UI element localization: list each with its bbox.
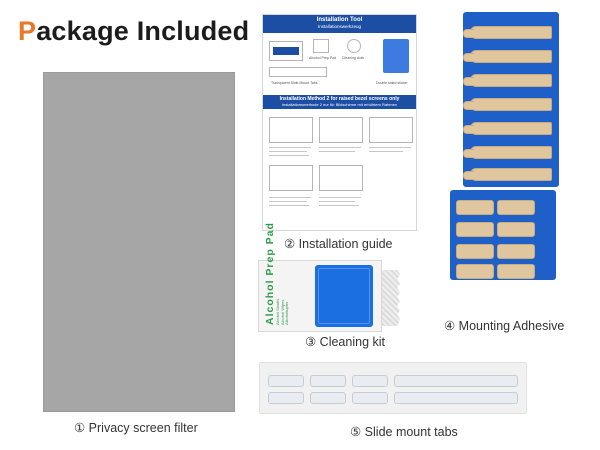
guide-step-4-picture bbox=[269, 165, 313, 191]
guide-step-1-picture bbox=[269, 117, 313, 143]
adhesive-tab bbox=[463, 74, 552, 87]
guide-tool-slide-tabs-label: Transparent Slide Mount Tabs bbox=[271, 81, 318, 85]
blue-pad-picture bbox=[315, 265, 373, 327]
guide-tool-adhesive-picture bbox=[383, 39, 409, 73]
guide-tool-cloth-picture bbox=[347, 39, 361, 53]
guide-steps-section bbox=[263, 109, 416, 230]
guide-step-5-picture bbox=[319, 165, 363, 191]
guide-tool-prep-pad-label: Alcohol Prep Pad bbox=[309, 56, 337, 60]
adhesive-tab bbox=[463, 98, 552, 111]
title-first-letter: P bbox=[18, 16, 37, 46]
guide-tools-section: Alcohol Prep Pad Cleaning cloth Transpar… bbox=[263, 33, 416, 95]
adhesive-square-tab bbox=[497, 244, 535, 259]
mounting-adhesive-caption: ④ Mounting Adhesive bbox=[444, 319, 565, 333]
adhesive-square-tab bbox=[497, 200, 535, 215]
slide-tab bbox=[352, 392, 388, 404]
installation-guide-image: Installation Tool Installationswerkzeug … bbox=[262, 14, 417, 231]
adhesive-square-tab bbox=[497, 264, 535, 279]
title-rest: ackage Included bbox=[36, 16, 250, 46]
slide-tab bbox=[310, 392, 346, 404]
cleaning-kit-image: Alcohol Prep Pad Alcohol Swabs Alcohol W… bbox=[258, 222, 408, 332]
installation-guide-caption: ② Installation guide bbox=[284, 237, 393, 251]
guide-tool-prep-pad-picture bbox=[313, 39, 329, 53]
slide-tab bbox=[352, 375, 388, 387]
slide-tab-long bbox=[394, 375, 518, 387]
guide-step-3-picture bbox=[369, 117, 413, 143]
adhesive-square-tab bbox=[497, 222, 535, 237]
slide-tab bbox=[310, 375, 346, 387]
guide-header: Installation Tool Installationswerkzeug bbox=[263, 15, 416, 33]
guide-method-subtitle: Installationsmethode 2 nur für Bildschir… bbox=[281, 102, 398, 107]
adhesive-tab bbox=[463, 168, 552, 181]
adhesive-tab bbox=[463, 146, 552, 159]
adhesive-square-tab bbox=[456, 222, 494, 237]
guide-method-title: Installation Method 2 for raised bezel s… bbox=[279, 96, 400, 102]
prep-pad-text: Alcohol Prep Pad Alcohol Swabs Alcohol W… bbox=[264, 222, 290, 325]
guide-step-2-picture bbox=[319, 117, 363, 143]
slide-mount-tabs-caption: ⑤ Slide mount tabs bbox=[350, 425, 458, 439]
slide-tab-long bbox=[394, 392, 518, 404]
page-title: Package Included bbox=[18, 16, 249, 47]
guide-tool-slide-tabs-picture bbox=[269, 41, 303, 61]
adhesive-square-tab bbox=[456, 264, 494, 279]
adhesive-square-tab bbox=[456, 244, 494, 259]
prep-pad-line-3: Alkoholtupfer bbox=[284, 301, 289, 325]
guide-header-subtitle: Installationswerkzeug bbox=[317, 24, 362, 29]
slide-tab bbox=[268, 375, 304, 387]
guide-header-title: Installation Tool bbox=[316, 17, 363, 23]
alcohol-prep-pad-packet: Alcohol Prep Pad Alcohol Swabs Alcohol W… bbox=[258, 222, 382, 332]
privacy-screen-filter-image bbox=[43, 72, 235, 412]
slide-mount-tabs-image bbox=[259, 362, 527, 414]
adhesive-tab bbox=[463, 122, 552, 135]
guide-tool-adhesive-label: Double sided sticker bbox=[376, 81, 408, 85]
guide-tool-cloth-label: Cleaning cloth bbox=[342, 56, 365, 60]
guide-tool-slide-strip-picture bbox=[269, 67, 327, 77]
guide-method-band: Installation Method 2 for raised bezel s… bbox=[263, 95, 416, 109]
cleaning-kit-caption: ③ Cleaning kit bbox=[305, 335, 385, 349]
adhesive-square-tab bbox=[456, 200, 494, 215]
adhesive-tab bbox=[463, 26, 552, 39]
adhesive-tab bbox=[463, 50, 552, 63]
privacy-filter-caption: ① Privacy screen filter bbox=[74, 421, 198, 435]
slide-tab bbox=[268, 392, 304, 404]
